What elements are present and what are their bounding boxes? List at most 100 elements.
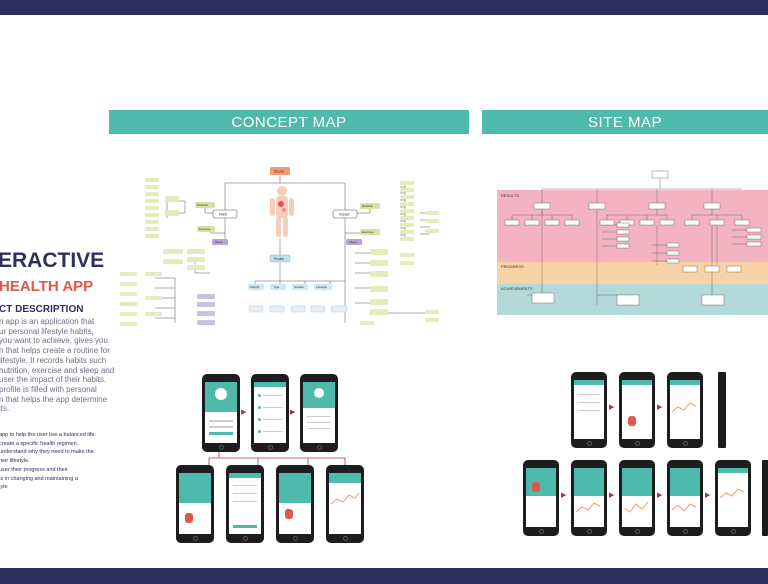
heart-icon	[215, 388, 227, 400]
description-line: lifestyle. It records habits such	[0, 355, 107, 365]
arrow-icon: ▶	[561, 492, 567, 499]
exercise-node-label: Exercise	[199, 227, 211, 231]
gender-node	[292, 284, 308, 290]
goal-line: ts in changing and maintaining a	[0, 475, 78, 482]
gender-node-label: Gender	[294, 285, 304, 289]
connector-lines	[208, 452, 346, 466]
weight-node	[248, 284, 264, 290]
body-icon	[532, 482, 540, 492]
phone-mockup	[300, 374, 338, 452]
weight-node-label: Weight	[250, 285, 259, 289]
line-graph-icon	[575, 502, 601, 513]
goal-line: user their progress and their	[0, 466, 68, 473]
habit-node	[212, 209, 238, 219]
sleep-node-label: Sleep	[215, 240, 223, 244]
phone-mockup	[715, 460, 751, 536]
line-graph-icon	[623, 501, 649, 513]
line-graph-icon	[719, 488, 745, 499]
goal-line: heir lifestyle.	[0, 458, 30, 465]
body-icon	[628, 416, 636, 426]
phone-mockup	[619, 460, 655, 536]
body-icon	[285, 509, 293, 519]
avatar-icon	[314, 388, 324, 398]
phone-mockup	[276, 465, 314, 543]
concept-map-diagram: Social Habit Impact Nutrition Exercise S…	[120, 167, 439, 326]
lifestyle-node-label: Lifestyle	[316, 285, 327, 289]
product-description-heading: CT DESCRIPTION	[0, 304, 84, 315]
phone-mockup	[326, 465, 364, 543]
root-node-label: Social	[274, 170, 284, 174]
description-line: ur personal lifestyle habits,	[0, 326, 94, 336]
lifestyle-node	[314, 284, 332, 290]
project-description: ERACTIVE HEALTH APP CT DESCRIPTION n app…	[0, 240, 125, 510]
sleep-node	[212, 239, 228, 245]
body-icon	[185, 513, 193, 523]
phone-mockup	[523, 460, 559, 536]
app-title-line2: HEALTH APP	[0, 278, 94, 295]
arrow-icon: ▶	[705, 492, 711, 499]
nutrition-node-right-label: Nutrition	[362, 204, 374, 208]
description-line: user the impact of their habits.	[0, 375, 107, 385]
profile-leaf-nodes	[248, 305, 348, 313]
description-line: you want to achieve, gives you	[0, 336, 108, 346]
phone-mockup	[619, 372, 655, 448]
description-line: n app is an application that	[0, 317, 95, 326]
site-map-diagram: RESULTS PROGRESS ACHIEVEMENTS	[497, 165, 768, 315]
exercise-node	[197, 226, 215, 232]
line-graph-icon	[671, 503, 697, 512]
phone-mockup-partial	[762, 460, 768, 536]
age-node	[270, 284, 286, 290]
phone-mockup	[571, 372, 607, 448]
phone-mockup	[667, 460, 703, 536]
nutrition-node	[195, 202, 215, 208]
arrow-icon: ▶	[609, 492, 615, 499]
progress-label: PROGRESS	[501, 264, 524, 269]
goal-line: app to help the user live a balanced lif…	[0, 432, 96, 438]
phone-mockup	[226, 465, 264, 543]
line-graph-icon	[671, 402, 697, 413]
goal-line: create a specific health regimen.	[0, 440, 79, 447]
achievements-label: ACHIEVEMENTS	[501, 286, 533, 291]
habit-node-label: Habit	[219, 213, 227, 217]
phone-mockup	[251, 374, 289, 452]
description-line: nutrition, exercise and sleep and	[0, 365, 115, 375]
site-map-header: SITE MAP	[482, 110, 768, 134]
top-bar	[0, 0, 768, 15]
sleep-node-right	[346, 239, 362, 245]
phone-mockup	[571, 460, 607, 536]
sleep-leaf-nodes	[197, 294, 215, 325]
arrow-icon: ▶	[609, 404, 615, 411]
exercise-node-right	[360, 229, 380, 235]
description-line: n that helps the app determine	[0, 394, 108, 404]
site-map-tree	[504, 170, 762, 306]
description-line: profile is filled with personal	[0, 384, 97, 394]
habit-leaf-nodes	[120, 178, 205, 326]
root-node	[270, 167, 290, 175]
sleep-node-right-label: Sleep	[349, 240, 357, 244]
phone-mockup	[667, 372, 703, 448]
human-body-icon	[270, 186, 294, 237]
profile-node-label: Profile	[274, 257, 284, 261]
description-line: its.	[0, 404, 10, 414]
concept-map-header: CONCEPT MAP	[109, 110, 469, 134]
progress-section	[497, 262, 768, 284]
age-node-label: Age	[274, 285, 280, 289]
phone-mockup	[202, 374, 240, 452]
bottom-bar	[0, 568, 768, 584]
impact-node	[332, 209, 358, 219]
arrow-icon: ▶	[657, 404, 663, 411]
arrow-icon: ▶	[241, 409, 247, 416]
arrow-icon: ▶	[657, 492, 663, 499]
phone-mockup-partial	[718, 372, 726, 448]
goal-line: understand why they need to make the	[0, 449, 94, 456]
nutrition-node-label: Nutrition	[197, 203, 209, 207]
impact-node-label: Impact	[339, 213, 350, 217]
results-label: RESULTS	[501, 193, 520, 198]
profile-node	[269, 254, 291, 263]
arrow-icon: ▶	[290, 409, 296, 416]
line-graph-icon	[330, 492, 360, 505]
description-line: n that helps create a routine for	[0, 346, 110, 356]
nutrition-node-right	[360, 203, 380, 209]
impact-leaf-nodes	[360, 181, 439, 325]
app-title-line1: ERACTIVE	[0, 249, 105, 272]
